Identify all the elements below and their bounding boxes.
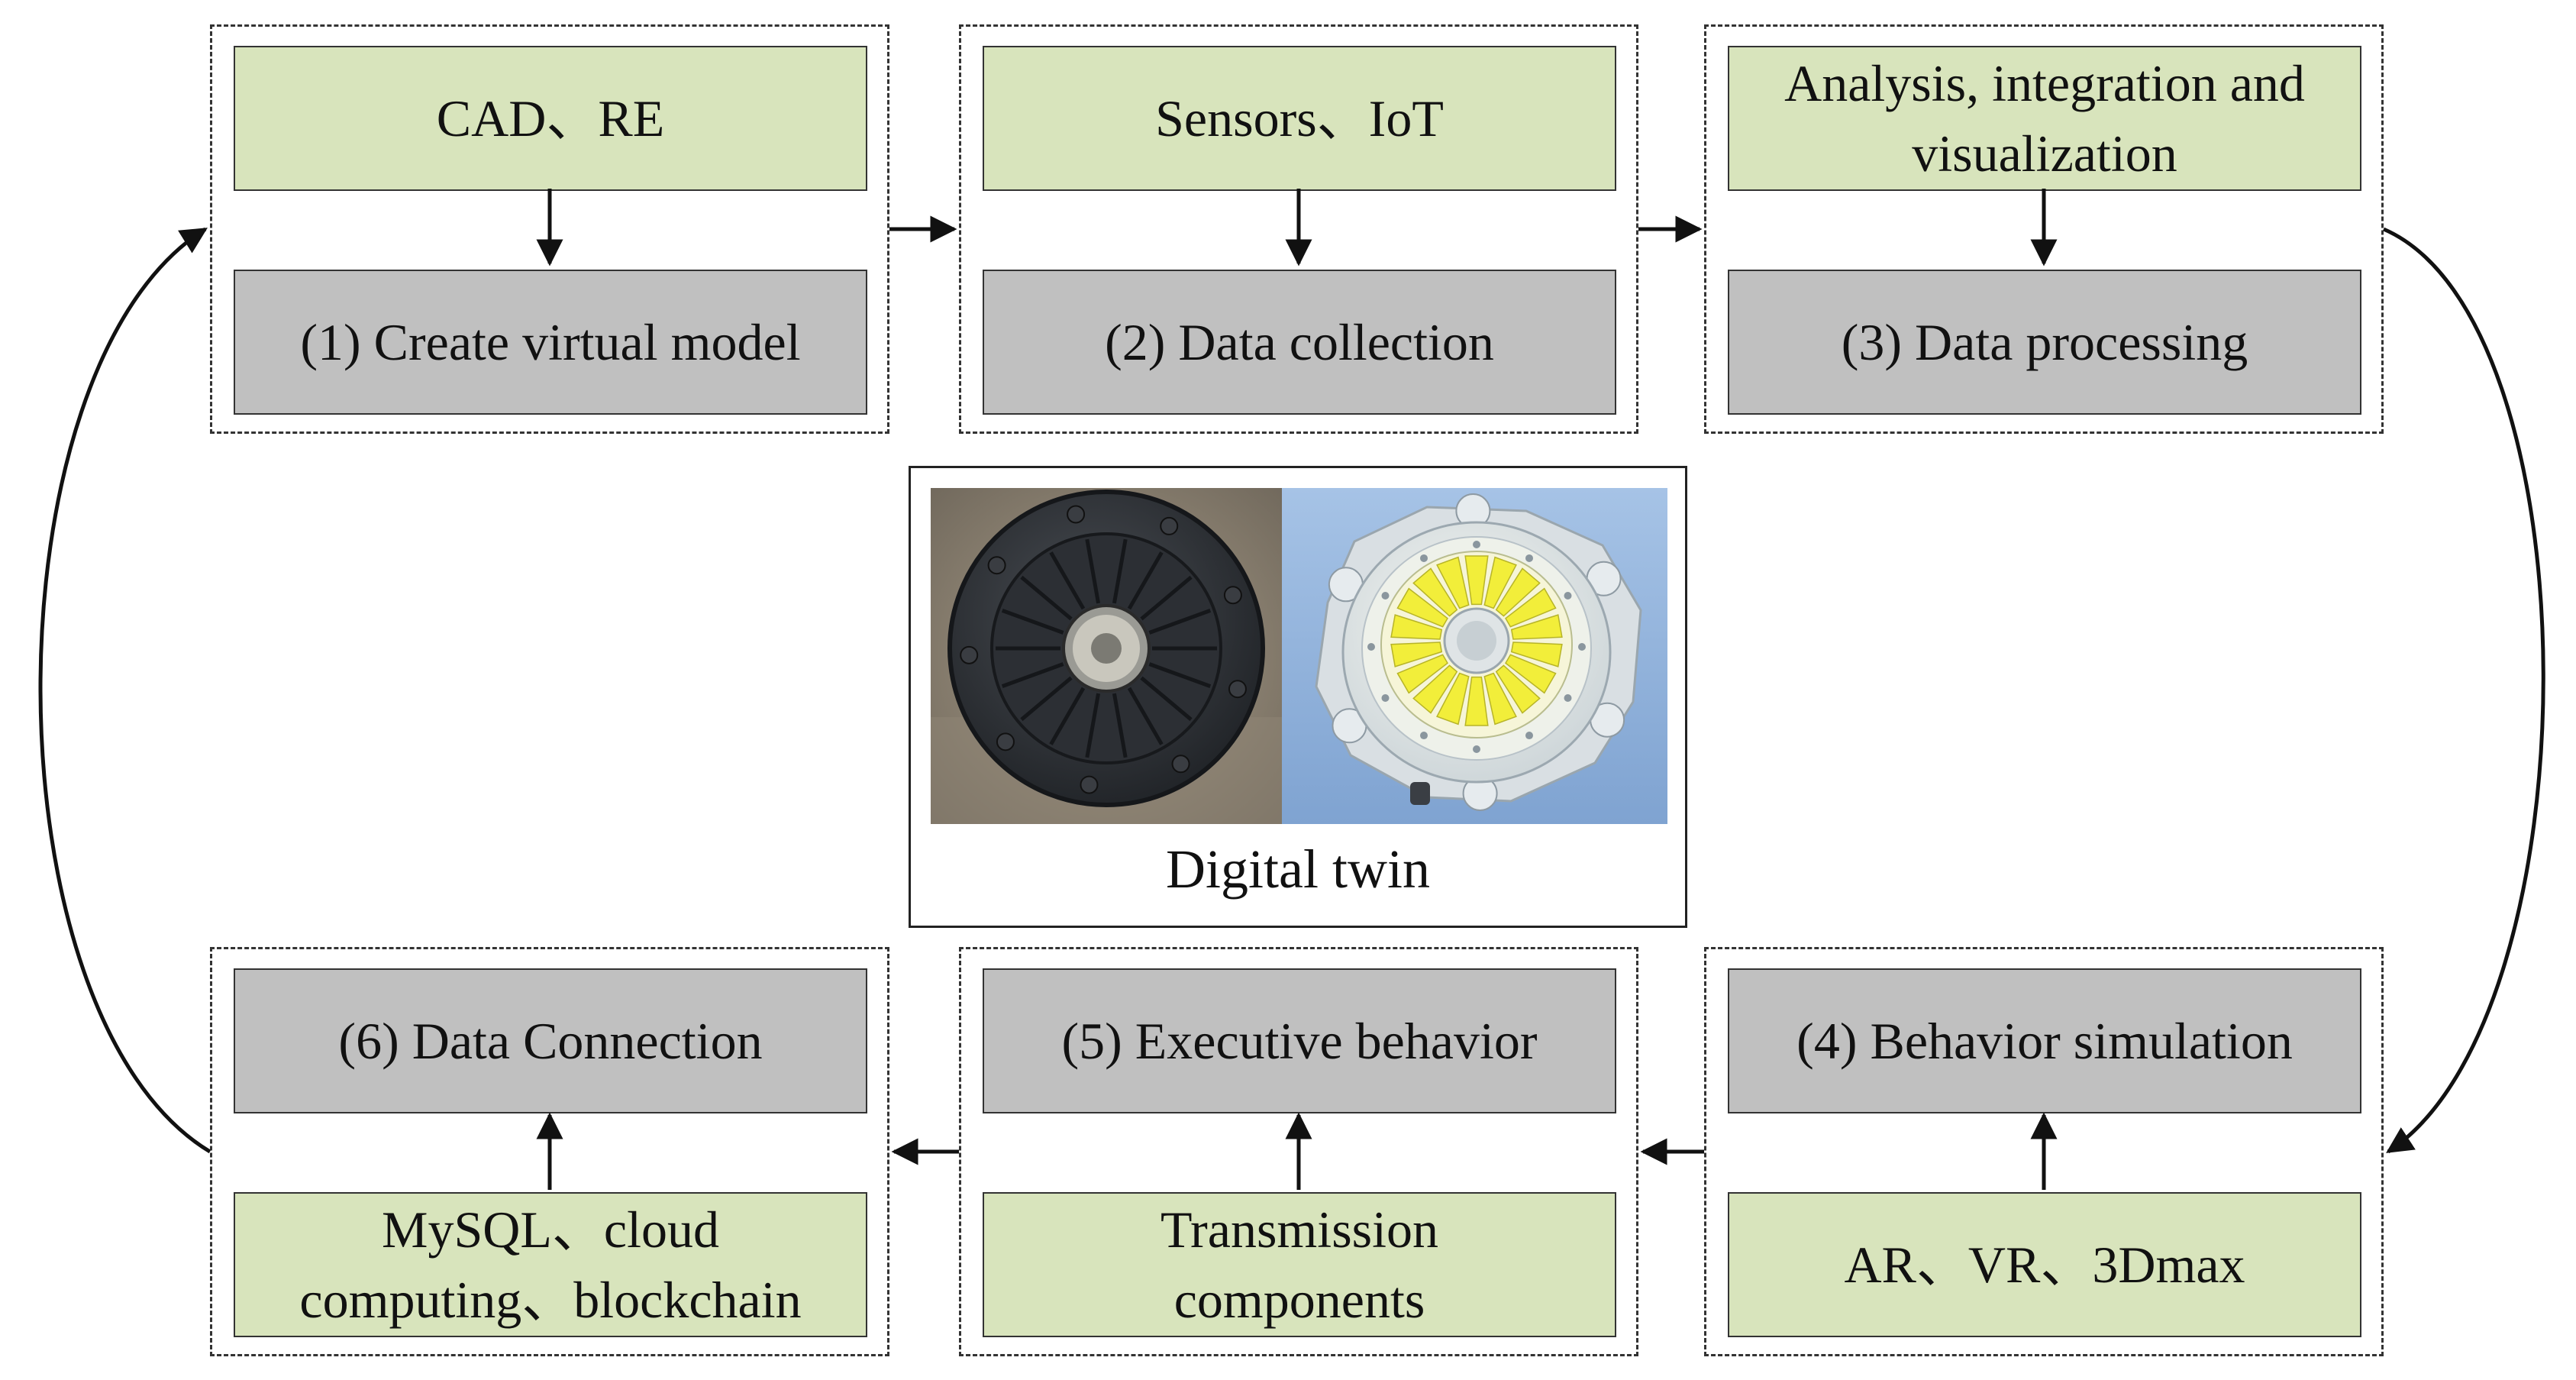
step-label: (6) Data Connection bbox=[338, 1012, 763, 1070]
step-label: (4) Behavior simulation bbox=[1796, 1012, 2293, 1070]
step-label: (2) Data collection bbox=[1105, 313, 1494, 371]
step-label: (3) Data processing bbox=[1841, 313, 2248, 371]
stage-group-4: (4) Behavior simulation AR、VR、3Dmax bbox=[1704, 947, 2384, 1356]
tech-label: Analysis, integration and visualization bbox=[1784, 54, 2305, 183]
step-label: (1) Create virtual model bbox=[300, 313, 801, 371]
clutch-render-icon bbox=[1282, 488, 1667, 824]
step-box-data-processing: (3) Data processing bbox=[1728, 270, 2361, 415]
tech-box-analysis-integration-visualization: Analysis, integration and visualization bbox=[1728, 46, 2361, 191]
tech-box-sensors-iot: Sensors、IoT bbox=[983, 46, 1616, 191]
stage-group-6: (6) Data Connection MySQL、cloud computin… bbox=[210, 947, 889, 1356]
stage-group-2: Sensors、IoT (2) Data collection bbox=[959, 24, 1638, 434]
clutch-pressure-plate-photo bbox=[931, 488, 1282, 824]
arrow-curve-group6-to-group1 bbox=[38, 227, 211, 1154]
stage-group-3: Analysis, integration and visualization … bbox=[1704, 24, 2384, 434]
tech-label: Transmission components bbox=[1160, 1201, 1439, 1329]
tech-label: CAD、RE bbox=[436, 89, 665, 147]
step-label: (5) Executive behavior bbox=[1061, 1012, 1538, 1070]
clutch-photo-icon bbox=[931, 488, 1282, 824]
tech-box-mysql-cloud-blockchain: MySQL、cloud computing、blockchain bbox=[234, 1192, 867, 1337]
tech-label: Sensors、IoT bbox=[1155, 89, 1444, 147]
step-box-behavior-simulation: (4) Behavior simulation bbox=[1728, 968, 2361, 1113]
digital-twin-label: Digital twin bbox=[1166, 839, 1430, 900]
step-box-data-collection: (2) Data collection bbox=[983, 270, 1616, 415]
tech-box-transmission-components: Transmission components bbox=[983, 1192, 1616, 1337]
tech-box-ar-vr-3dmax: AR、VR、3Dmax bbox=[1728, 1192, 2361, 1337]
digital-twin-panel: Digital twin bbox=[909, 466, 1687, 928]
tech-label: MySQL、cloud computing、blockchain bbox=[299, 1201, 802, 1329]
arrow-curve-group3-to-group4 bbox=[2383, 227, 2545, 1154]
stage-group-5: (5) Executive behavior Transmission comp… bbox=[959, 947, 1638, 1356]
clutch-3d-model-render bbox=[1282, 488, 1667, 824]
step-box-executive-behavior: (5) Executive behavior bbox=[983, 968, 1616, 1113]
tech-label: AR、VR、3Dmax bbox=[1844, 1236, 2245, 1294]
step-box-create-virtual-model: (1) Create virtual model bbox=[234, 270, 867, 415]
step-box-data-connection: (6) Data Connection bbox=[234, 968, 867, 1113]
